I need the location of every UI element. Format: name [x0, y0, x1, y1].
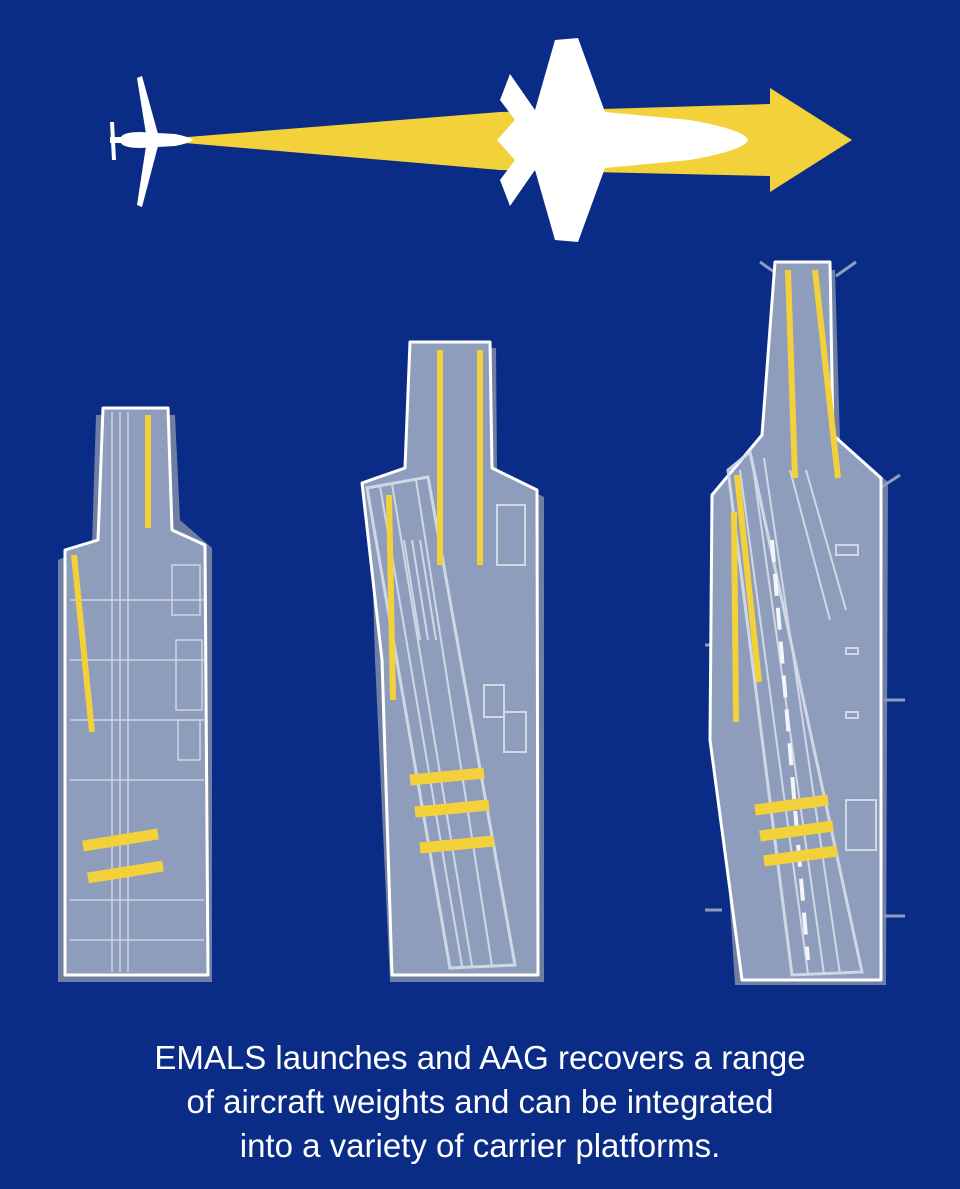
launch-tracks: [731, 269, 841, 723]
launch-tracks: [386, 350, 483, 701]
medium-carrier: [360, 340, 544, 982]
launch-tracks: [71, 415, 151, 733]
caption-line-2: of aircraft weights and can be integrate…: [186, 1083, 774, 1120]
caption-line-1: EMALS launches and AAG recovers a range: [154, 1039, 806, 1076]
carrier-flight-deck: [360, 340, 540, 977]
carrier-flight-deck: [63, 406, 210, 977]
caption: EMALS launches and AAG recovers a range …: [80, 1036, 880, 1168]
arresting-cables: [409, 767, 495, 854]
carrier-flight-deck: [708, 260, 883, 982]
propeller-aircraft-icon: [110, 76, 193, 207]
fighter-jet-icon: [497, 38, 748, 242]
large-carrier: [705, 260, 905, 985]
aircraft-weight-range: [110, 38, 852, 242]
arresting-cables: [754, 794, 838, 867]
small-carrier: [58, 406, 212, 982]
arresting-cables: [82, 828, 164, 884]
caption-line-3: into a variety of carrier platforms.: [239, 1127, 721, 1164]
